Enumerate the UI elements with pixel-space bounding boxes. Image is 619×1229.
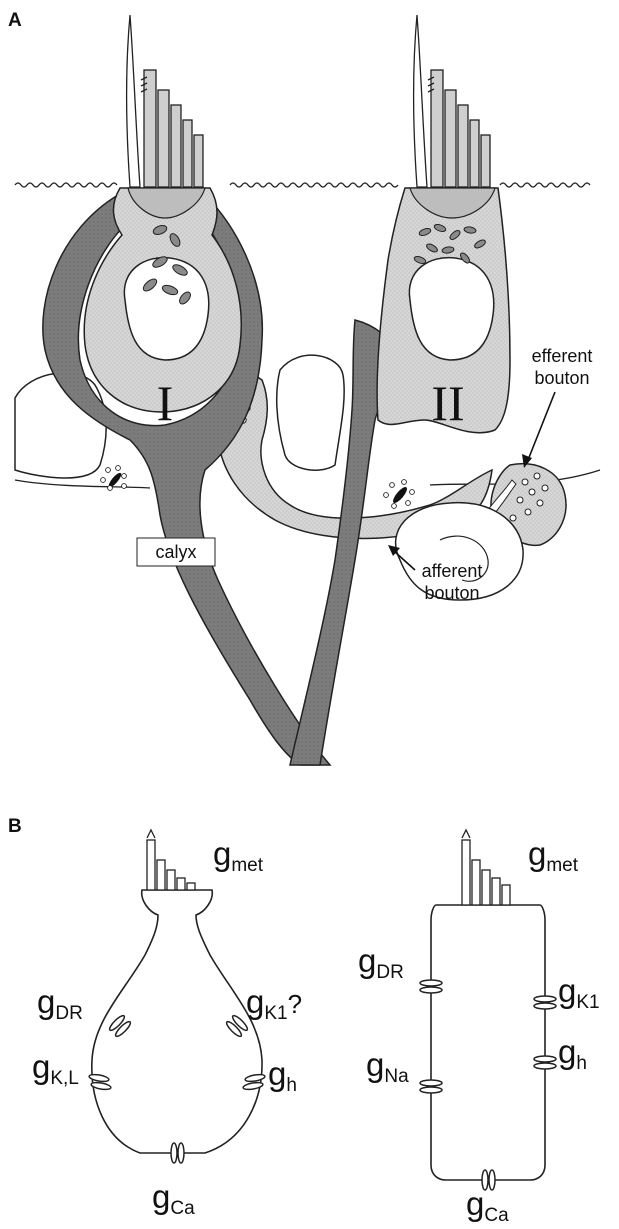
afferent-label-line2: bouton (424, 583, 479, 603)
left-gca-sub: Ca (170, 1198, 195, 1219)
afferent-label-line1: afferent (422, 561, 483, 581)
right-gdr-base: gDR (358, 942, 404, 983)
left-gh-sub: h (286, 1075, 297, 1096)
right-gca-sub: Ca (484, 1205, 509, 1226)
model-cell-type-ii (431, 905, 545, 1180)
model-bundle-type-i (147, 830, 195, 890)
type-ii-numeral: II (431, 375, 464, 431)
panel-a: I (15, 15, 600, 765)
panel-b: gmet gDR gK,L gK1? gh gCa (32, 830, 600, 1226)
right-gdr-sub: DR (376, 962, 403, 983)
left-gh-base: gh (268, 1055, 297, 1096)
left-gmet-base: gmet (213, 835, 264, 876)
right-gmet-sub: met (546, 855, 578, 876)
left-gmet-sub: met (231, 855, 263, 876)
left-gdr-sub: DR (55, 1003, 82, 1024)
right-gna-sub: Na (384, 1066, 409, 1087)
left-gk1-sub: K1 (264, 1003, 287, 1024)
right-gca-base: gCa (466, 1185, 509, 1226)
left-gk1-question: ? (288, 989, 302, 1019)
left-gdr-base: gDR (37, 983, 83, 1024)
supporting-cell-left (15, 373, 106, 478)
left-gca-base: gCa (152, 1178, 195, 1219)
type-ii-nucleus (409, 258, 493, 360)
right-gna-base: gNa (366, 1046, 409, 1087)
efferent-label-line1: efferent (532, 346, 593, 366)
right-gk1-sub: K1 (576, 992, 599, 1013)
right-gh-base: gh (558, 1033, 587, 1074)
type-i-numeral: I (157, 375, 174, 431)
efferent-label-line2: bouton (534, 368, 589, 388)
epithelial-surface (15, 183, 590, 187)
type-ii-ribbon (384, 480, 415, 509)
supporting-cell-middle (277, 355, 344, 470)
left-gk1-base: gK1? (246, 983, 302, 1024)
model-bundle-type-ii (462, 830, 510, 905)
type-i-nucleus (124, 258, 208, 360)
left-gkl-base: gK,L (32, 1048, 79, 1089)
calyx-label: calyx (155, 542, 196, 562)
type-ii-hair-bundle (414, 15, 490, 187)
right-gmet-base: gmet (528, 835, 579, 876)
right-gk1-base: gK1 (558, 972, 600, 1013)
left-gkl-sub: K,L (50, 1068, 79, 1089)
efferent-arrow (528, 392, 555, 460)
type-i-hair-bundle (127, 15, 203, 187)
right-gh-sub: h (576, 1053, 587, 1074)
